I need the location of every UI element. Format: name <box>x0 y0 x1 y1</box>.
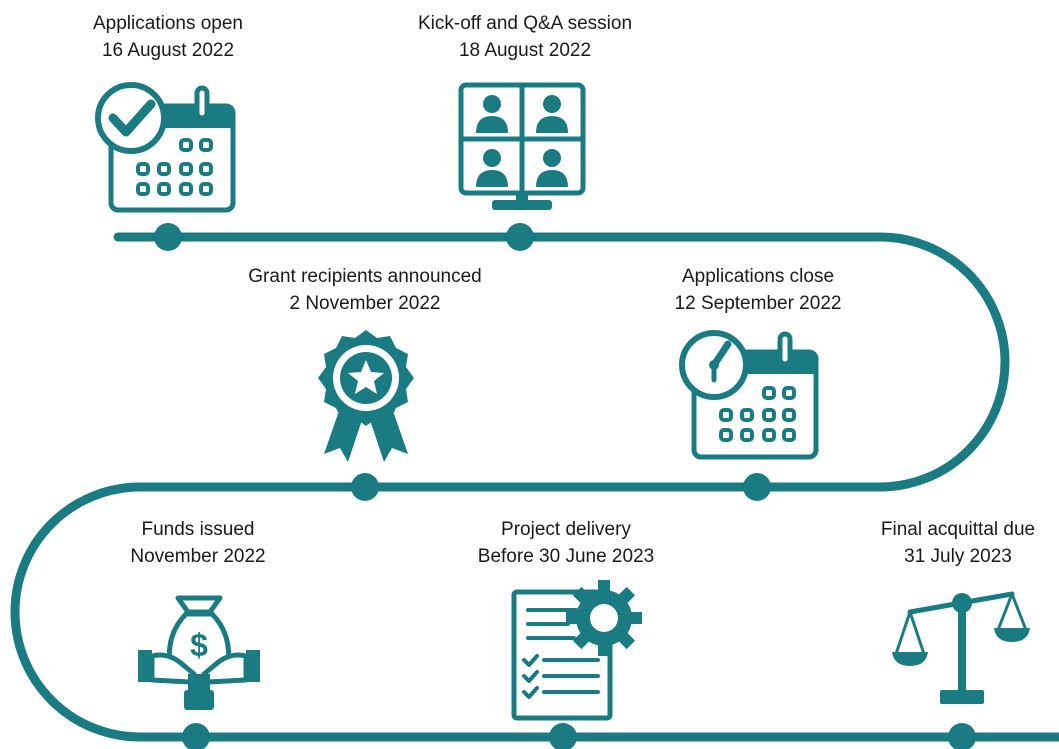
milestone-title: Applications open <box>93 13 243 34</box>
svg-text:$: $ <box>190 627 208 663</box>
milestone-date: Before 30 June 2023 <box>477 546 655 567</box>
milestone-date: 2 November 2022 <box>289 293 441 314</box>
milestone-title: Final acquittal due <box>880 519 1036 540</box>
milestone-label-recipients-announced: Grant recipients announced 2 November 20… <box>200 263 530 317</box>
milestone-dot <box>743 473 771 501</box>
milestone-date: 18 August 2022 <box>458 40 592 61</box>
milestone-date: 31 July 2023 <box>904 546 1012 567</box>
milestone-label-kickoff: Kick-off and Q&A session 18 August 2022 <box>370 10 680 64</box>
money-bag-hands-icon: $ <box>138 595 260 710</box>
milestone-dot <box>154 223 182 251</box>
milestone-date: 16 August 2022 <box>101 40 235 61</box>
milestone-label-funds-issued: Funds issued November 2022 <box>78 516 318 570</box>
milestone-dot <box>549 723 577 749</box>
milestone-title: Grant recipients announced <box>248 266 482 287</box>
milestone-dot <box>351 473 379 501</box>
video-conference-icon <box>458 82 586 210</box>
milestone-label-final-acquittal: Final acquittal due 31 July 2023 <box>858 516 1058 570</box>
checklist-gear-icon <box>511 580 642 721</box>
award-badge-icon <box>318 330 414 462</box>
milestone-date: 12 September 2022 <box>674 293 842 314</box>
milestone-title: Applications close <box>681 266 835 287</box>
milestone-dot <box>948 723 976 749</box>
balance-scale-icon <box>892 591 1030 704</box>
calendar-check-icon <box>95 82 236 213</box>
milestone-label-applications-close: Applications close 12 September 2022 <box>618 263 898 317</box>
milestone-title: Funds issued <box>141 519 255 540</box>
milestone-label-applications-open: Applications open 16 August 2022 <box>38 10 298 64</box>
milestone-date: November 2022 <box>130 546 266 567</box>
milestone-dot <box>182 723 210 749</box>
milestone-label-project-delivery: Project delivery Before 30 June 2023 <box>436 516 696 570</box>
calendar-clock-icon <box>679 330 819 460</box>
milestone-title: Project delivery <box>501 519 631 540</box>
milestone-title: Kick-off and Q&A session <box>417 13 633 34</box>
milestone-dot <box>506 223 534 251</box>
